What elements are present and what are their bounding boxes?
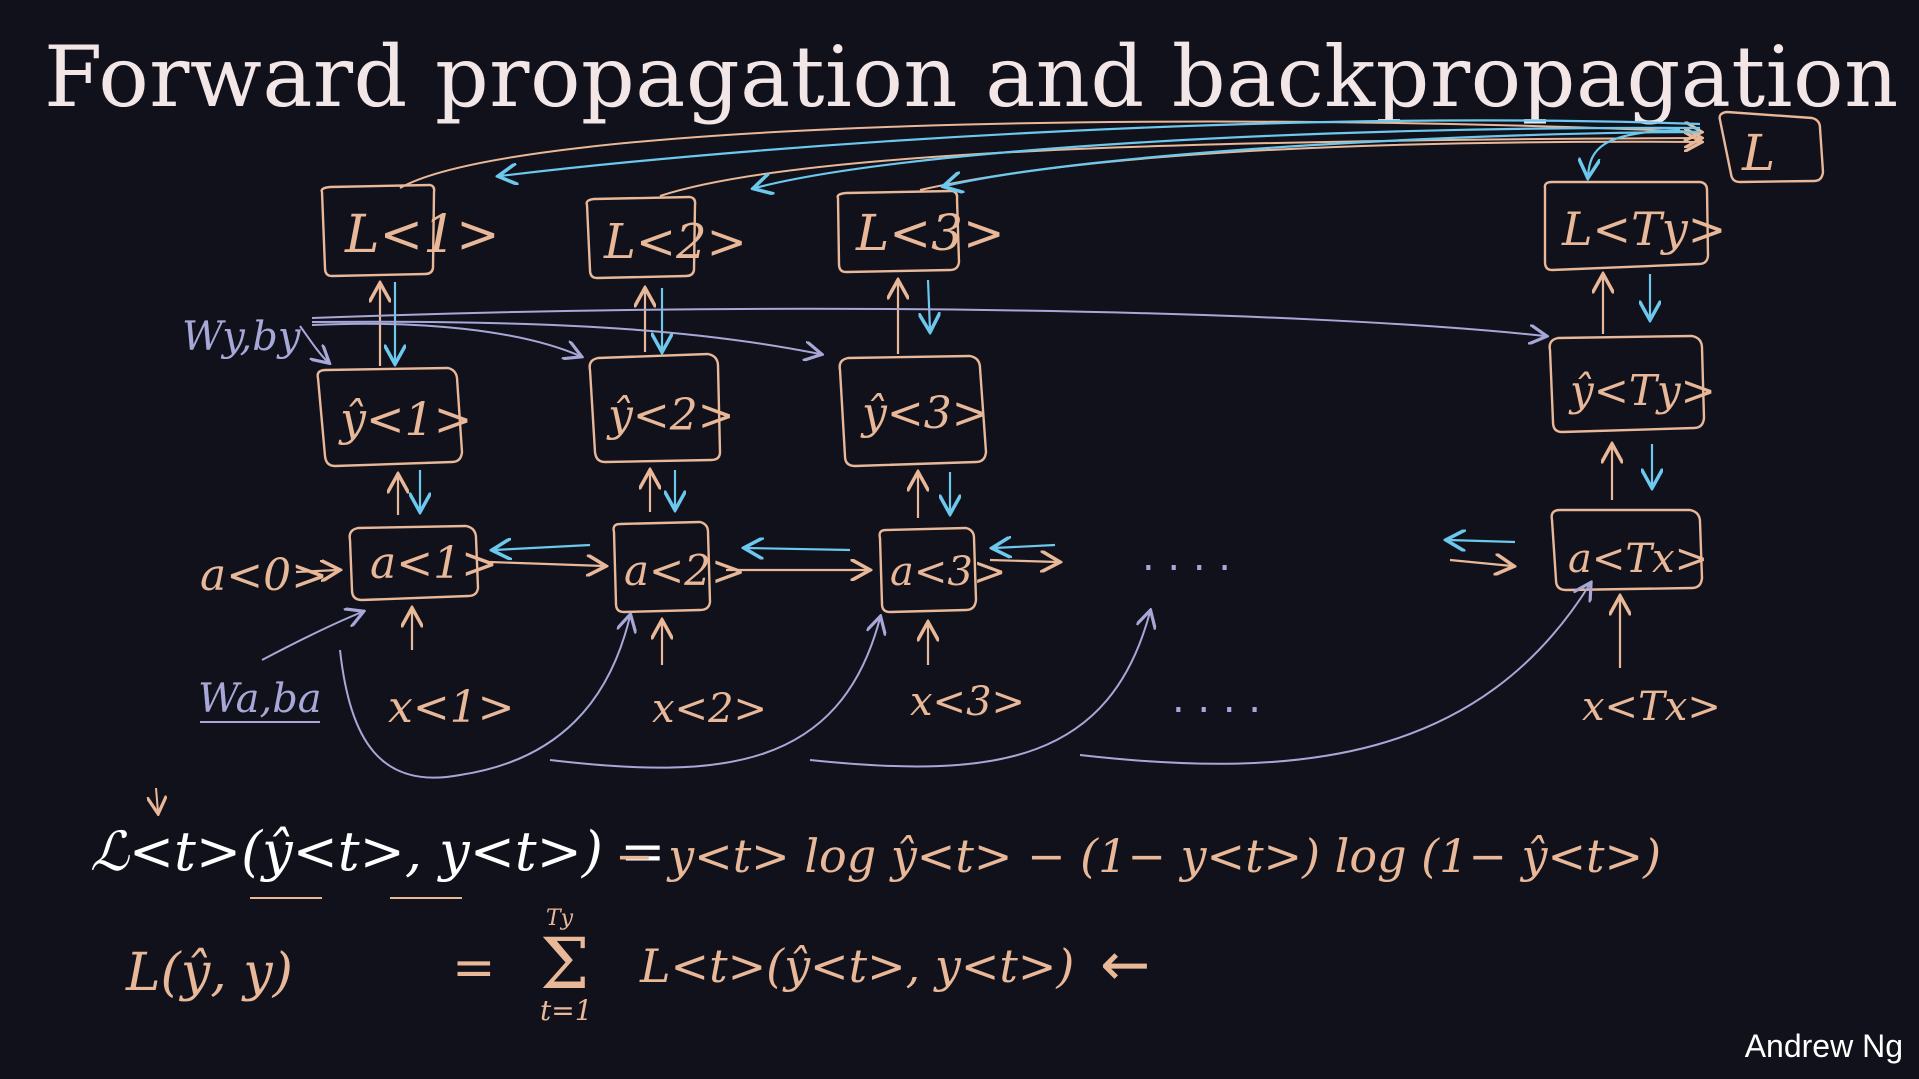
loss-aggregation-arrows [399,119,1700,197]
total-loss-label: L [1741,124,1775,182]
recurrent-params-arrows [261,584,1590,779]
step-loss-lhs: ℒ<t>(ŷ<t>, y<t>) = [90,820,665,883]
author-credit: Andrew Ng [1744,1028,1903,1064]
loss-label-3: L<3> [855,204,1005,262]
loss-label-ty: L<Ty> [1561,202,1726,256]
step-loss-equation: ℒ<t>(ŷ<t>, y<t>) = − y<t> log ŷ<t> − (1−… [90,787,1661,899]
activation-node-tx: a<Tx> [1550,508,1708,592]
loss-node-1: L<1> [320,183,500,278]
loss-label-2: L<2> [603,214,747,270]
output-params-arrows [299,307,1545,362]
sum-lower: t=1 [540,994,593,1027]
activation-output-arrows [398,444,1652,518]
total-loss-eq: = [452,938,496,998]
output-params-label: Wy,by [182,314,302,360]
total-loss-node: L [1718,110,1825,184]
output-label-3: ŷ<3> [860,388,989,439]
loss-node-3: L<3> [836,189,1005,274]
sum-upper: Ty [546,906,574,931]
output-node-1: ŷ<1> [316,366,472,468]
loss-node-ty: L<Ty> [1543,180,1726,272]
input-label-3: x<3> [910,679,1025,725]
output-label-ty: ŷ<Ty> [1568,366,1716,415]
recurrent-params-label: Wa,ba [198,676,322,722]
activation-node-3: a<3> [878,526,1006,614]
total-loss-lhs: L(ŷ, y) [125,943,293,1003]
total-loss-equation: L(ŷ, y) = Σ Ty t=1 L<t>(ŷ<t>, y<t>) ← [125,906,1150,1027]
initial-activation-arrow [295,570,338,572]
ellipsis-activation: . . . . [1142,534,1231,580]
activation-label-1: a<1> [370,538,498,589]
loss-label-1: L<1> [344,205,500,265]
input-arrows [412,598,1620,668]
activation-label-tx: a<Tx> [1568,536,1708,582]
input-label-tx: x<Tx> [1582,684,1721,730]
input-label-2: x<2> [652,686,767,732]
activation-label-2: a<2> [624,546,746,595]
activation-node-1: a<1> [348,524,498,602]
total-loss-arrow: ← [1100,930,1150,1000]
output-node-3: ŷ<3> [838,354,989,468]
output-node-ty: ŷ<Ty> [1548,334,1716,434]
ellipsis-input: . . . . [1172,676,1261,722]
slide-title: Forward propagation and backpropagation [44,28,1899,126]
sum-symbol: Σ [540,923,590,1005]
input-label-1: x<1> [388,682,515,733]
output-node-2: ŷ<2> [588,352,735,464]
output-label-2: ŷ<2> [606,390,735,441]
initial-activation-label: a<0> [200,550,328,601]
recurrent-arrows [490,540,1515,570]
step-loss-rhs: − y<t> log ŷ<t> − (1− y<t>) log (1− ŷ<t>… [615,829,1661,883]
total-loss-rhs: L<t>(ŷ<t>, y<t>) [639,939,1074,993]
output-label-1: ŷ<1> [338,392,472,446]
activation-node-2: a<2> [612,520,746,614]
activation-label-3: a<3> [890,549,1006,595]
loss-node-2: L<2> [585,195,747,280]
